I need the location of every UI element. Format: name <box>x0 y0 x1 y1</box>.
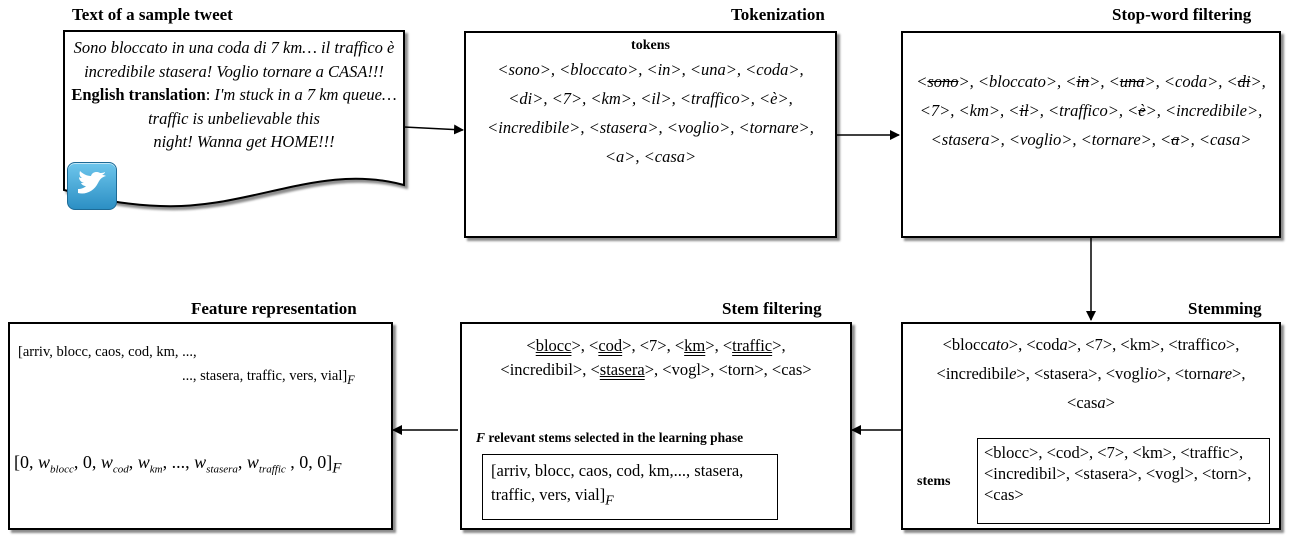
stemmed-token: <stasera> <box>1033 364 1098 383</box>
arrow-tweet-to-tokens <box>403 124 464 135</box>
tweet-title: Text of a sample tweet <box>72 5 233 24</box>
token: <7> <box>551 89 583 108</box>
feature-title: Feature representation <box>191 299 357 318</box>
token: <una> <box>1108 72 1156 91</box>
tweet-english-line2: night! Wanna get HOME!!! <box>153 132 335 151</box>
tokenization-title: Tokenization <box>731 5 825 24</box>
stemfilter-box: <blocc>, <cod>, <7>, <km>, <traffic>, <i… <box>460 322 852 530</box>
filtered-stem: <traffic> <box>722 336 782 355</box>
stemmed-token: <coda> <box>1026 335 1078 354</box>
token: <tornare> <box>1080 130 1152 149</box>
filtered-stem: <blocc> <box>526 336 581 355</box>
token: <sono> <box>916 72 970 91</box>
token: <traffico> <box>1048 101 1119 120</box>
stopword-title: Stop-word filtering <box>1112 5 1252 24</box>
filtered-stem: <cod> <box>589 336 632 355</box>
vocab-subscript: F <box>347 372 355 387</box>
relevant-stems-box: [arriv, blocc, caos, cod, km,..., staser… <box>482 454 778 520</box>
filtered-stem: <cas> <box>771 360 812 379</box>
tweet-english-text: I'm stuck in a 7 km queue… traffic is un… <box>148 85 397 128</box>
stemmed-token: <incredibile> <box>936 364 1026 383</box>
relevant-stems-subscript: F <box>605 492 614 508</box>
token: <casa> <box>1198 130 1252 149</box>
token: <in> <box>1065 72 1101 91</box>
stemmed-token: <bloccato> <box>942 335 1019 354</box>
token: <sono> <box>497 60 551 79</box>
token: <è> <box>758 89 789 108</box>
stemming-list: <bloccato>, <coda>, <7>, <km>, <traffico… <box>936 335 1246 412</box>
tokens-list: <sono>, <bloccato>, <in>, <una>, <coda>,… <box>487 60 814 166</box>
token: <è> <box>1127 101 1157 120</box>
token: <il> <box>640 89 672 108</box>
bird-glyph <box>78 171 106 194</box>
token: <di> <box>508 89 544 108</box>
token: <stasera> <box>930 130 1001 149</box>
token: <una> <box>689 60 737 79</box>
token: <bloccato> <box>977 72 1058 91</box>
feature-vector: [0, wblocc, 0, wcod, wkm, ..., wstasera,… <box>14 452 342 477</box>
stemmed-token: <km> <box>1120 335 1161 354</box>
stopword-token-list: <sono>, <bloccato>, <in>, <una>, <coda>,… <box>916 72 1266 149</box>
stemmed-token: <traffico> <box>1168 335 1236 354</box>
token: <stasera> <box>588 118 659 137</box>
stems-label: stems <box>917 474 951 489</box>
stopword-box: <sono>, <bloccato>, <in>, <una>, <coda>,… <box>901 31 1281 238</box>
vocab-line1: [arriv, blocc, caos, cod, km, ..., <box>18 344 197 360</box>
token: <in> <box>646 60 682 79</box>
token: <7> <box>919 101 951 120</box>
filtered-stem: <stasera> <box>590 360 655 379</box>
relevant-label-var: F <box>476 430 486 445</box>
twitter-bird-icon <box>67 162 117 210</box>
vocab-line2: ..., stasera, traffic, vers, vial]F <box>182 368 355 388</box>
filtered-stem: <km> <box>674 336 715 355</box>
stemmed-token: <tornare> <box>1174 364 1242 383</box>
token: <di> <box>1226 72 1262 91</box>
tweet-content: Sono bloccato in una coda di 7 km… il tr… <box>66 36 402 154</box>
filtered-stem: <vogl> <box>662 360 711 379</box>
relevant-label-text: relevant stems selected in the learning … <box>485 430 744 445</box>
tokenization-box: tokens <sono>, <bloccato>, <in>, <una>, … <box>464 31 837 238</box>
token: <incredibile> <box>487 118 581 137</box>
filtered-stem: <7> <box>639 336 667 355</box>
relevant-stems-label: F relevant stems selected in the learnin… <box>476 430 743 446</box>
stems-text: <blocc>, <cod>, <7>, <km>, <traffic>, <i… <box>984 443 1252 504</box>
token: <a> <box>604 147 636 166</box>
filtered-stem: <torn> <box>718 360 764 379</box>
filtered-stems-list: <blocc>, <cod>, <7>, <km>, <traffic>, <i… <box>500 336 812 379</box>
stems-box: <blocc>, <cod>, <7>, <km>, <traffic>, <i… <box>977 438 1270 524</box>
stemmed-token: <voglio> <box>1105 364 1167 383</box>
english-colon: : <box>205 85 211 104</box>
feature-box: [arriv, blocc, caos, cod, km, ..., ..., … <box>8 322 393 530</box>
token: <coda> <box>745 60 800 79</box>
token: <tornare> <box>738 118 810 137</box>
stemmed-token: <casa> <box>1067 393 1115 412</box>
vector-subscript: F <box>332 460 342 477</box>
token: <a> <box>1160 130 1191 149</box>
stemming-box: <bloccato>, <coda>, <7>, <km>, <traffico… <box>901 322 1281 530</box>
relevant-stems-text: [arriv, blocc, caos, cod, km,..., staser… <box>491 461 744 504</box>
token: <casa> <box>643 147 697 166</box>
filtered-stem: <incredibil> <box>500 360 583 379</box>
token: <voglio> <box>666 118 731 137</box>
stemfilter-title: Stem filtering <box>722 299 822 318</box>
vocab-line2-text: ..., stasera, traffic, vers, vial] <box>182 368 348 384</box>
tweet-italian-text: Sono bloccato in una coda di 7 km… il tr… <box>73 38 395 81</box>
token: <voglio> <box>1008 130 1073 149</box>
tweet-english-line1: English translation: I'm stuck in a 7 km… <box>66 83 402 130</box>
token: <km> <box>590 89 632 108</box>
token: <incredibile> <box>1164 101 1259 120</box>
english-translation-label: English translation <box>71 85 206 104</box>
stemmed-token: <7> <box>1085 335 1113 354</box>
token: <km> <box>958 101 1001 120</box>
token: <coda> <box>1163 72 1219 91</box>
token: <bloccato> <box>559 60 639 79</box>
stemming-title: Stemming <box>1188 299 1262 318</box>
token: <traffico> <box>679 89 751 108</box>
token: <il> <box>1008 101 1040 120</box>
tokens-heading: tokens <box>631 38 670 53</box>
